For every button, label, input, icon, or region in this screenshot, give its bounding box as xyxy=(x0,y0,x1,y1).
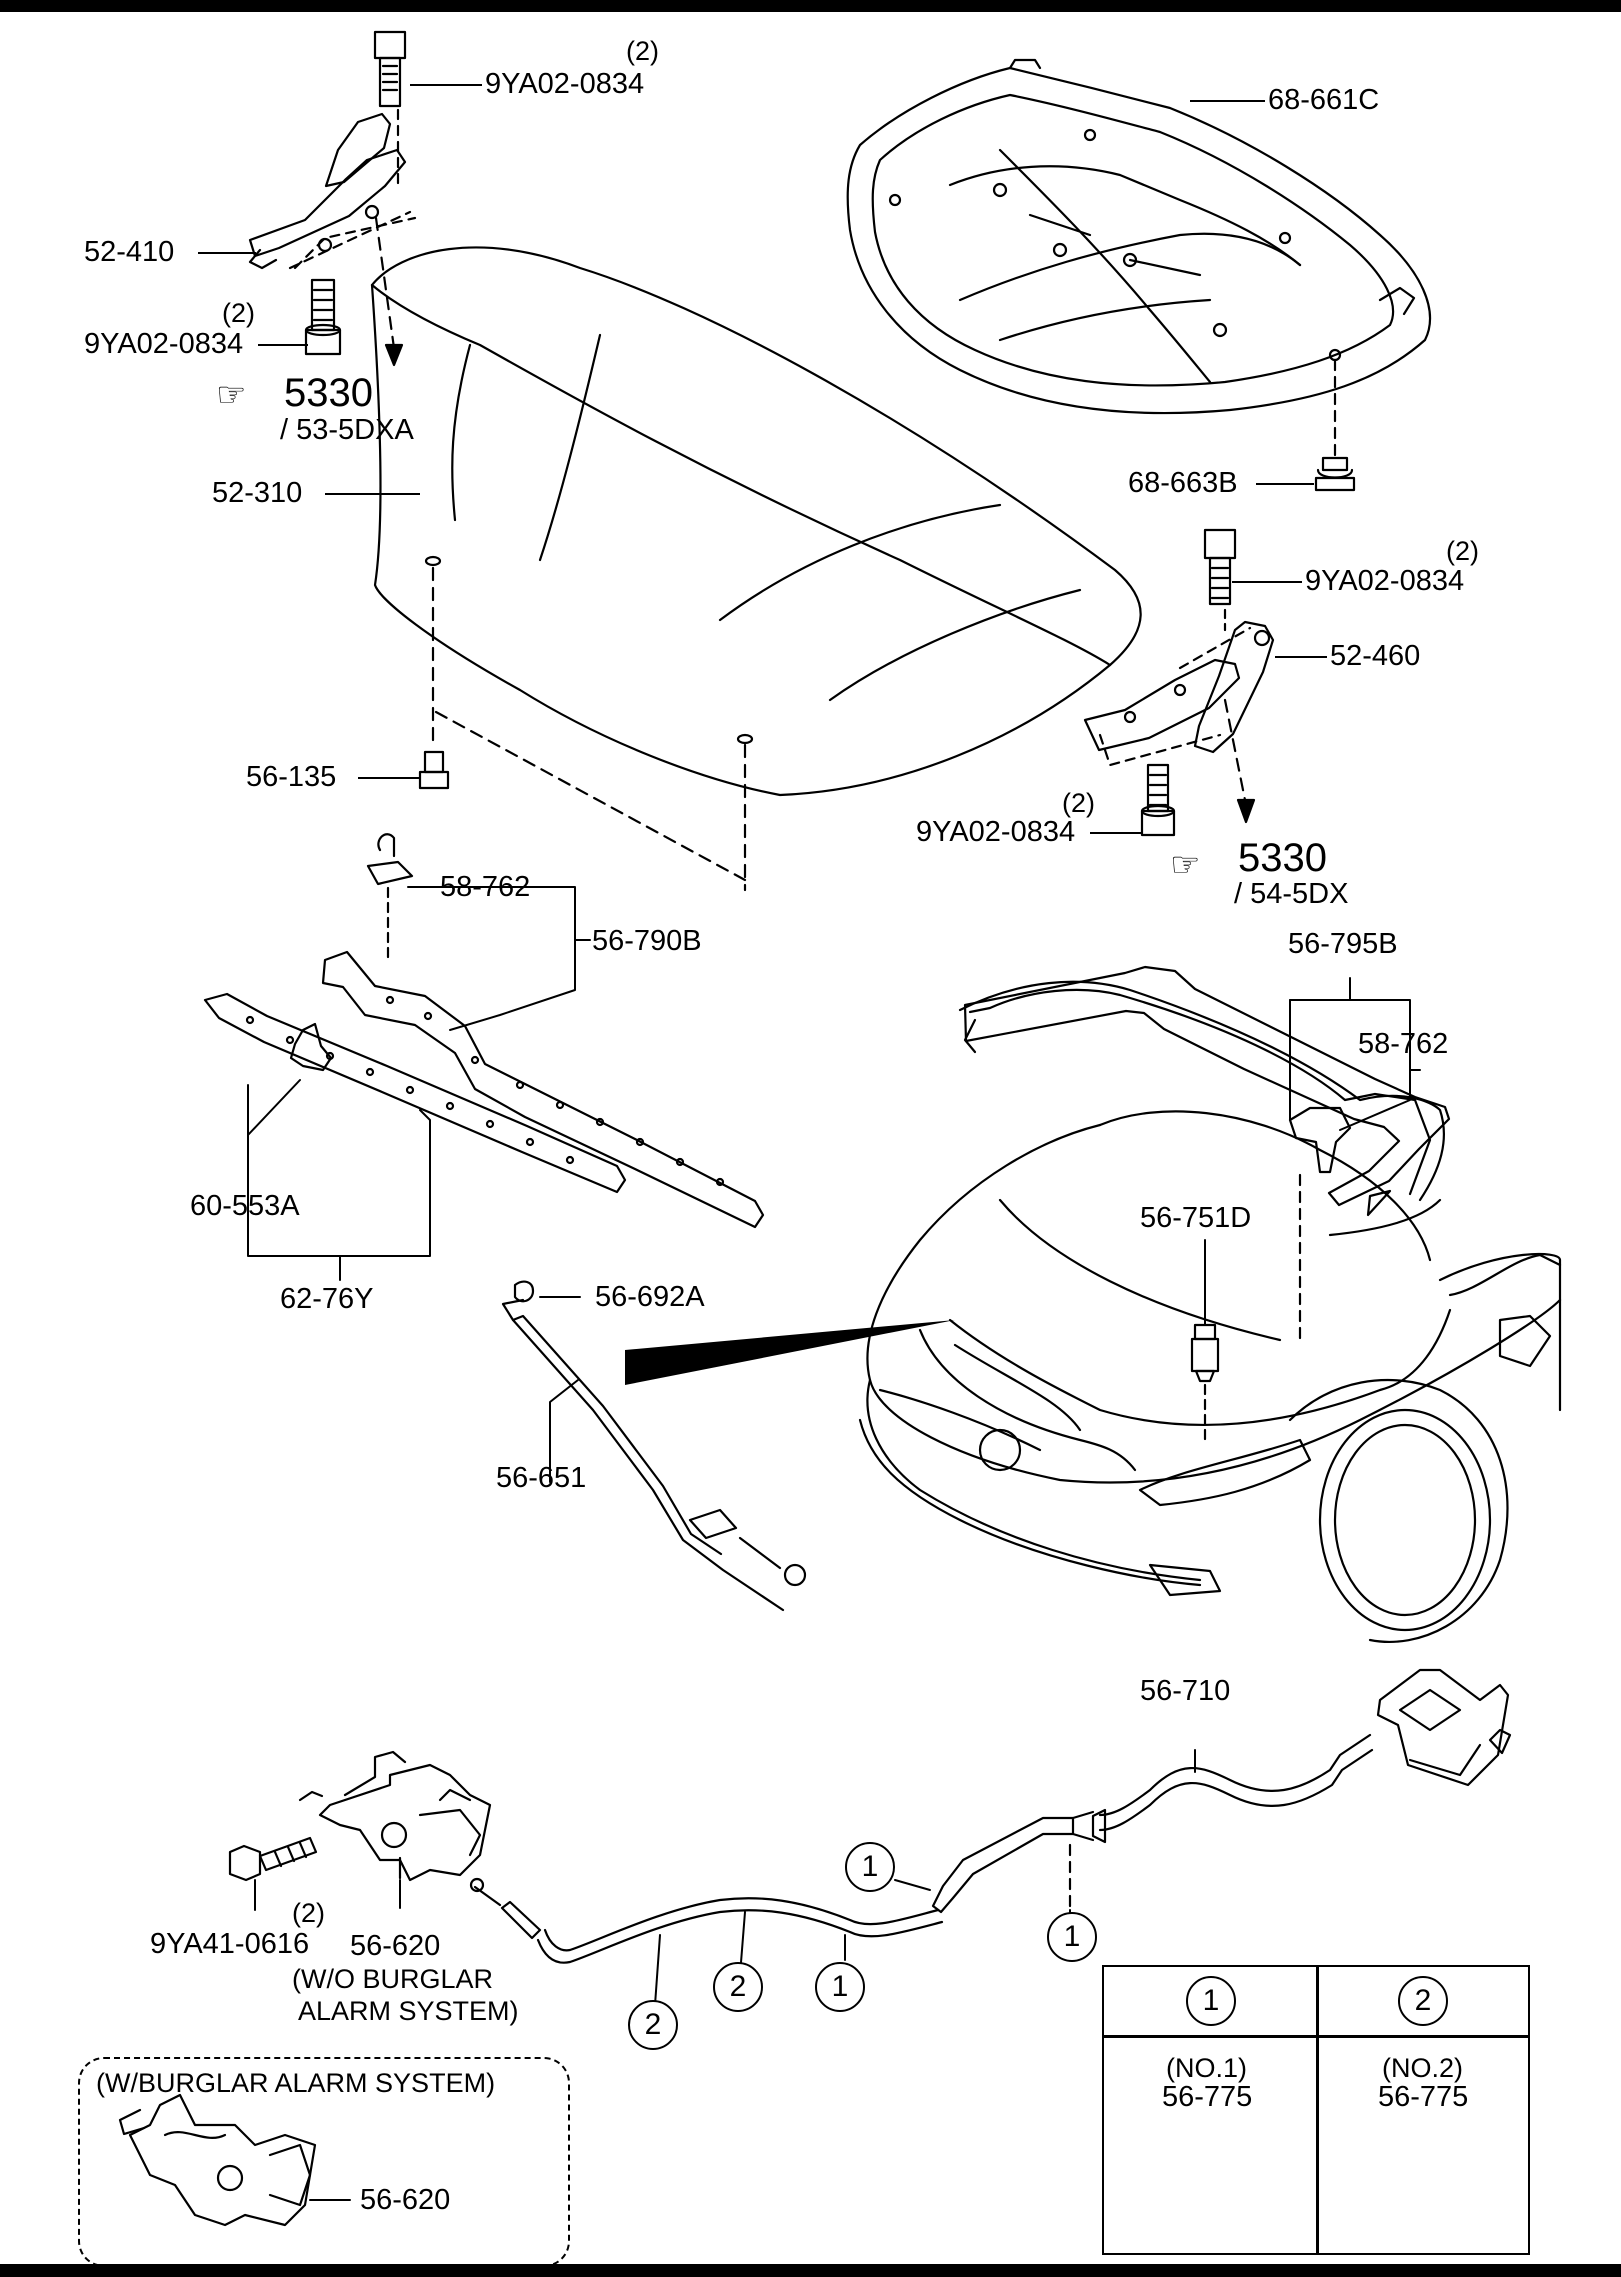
pointing-hand-icon: ☞ xyxy=(216,375,247,415)
reference-sub-right: / 54-5DX xyxy=(1234,878,1349,910)
vehicle-front-illustration xyxy=(625,965,1562,1643)
release-cable-illustration xyxy=(469,1668,1512,2006)
legend-part-no1: 56-775 xyxy=(1162,2081,1253,2113)
legend-row-divider xyxy=(1104,2035,1528,2038)
hood-stay-illustration xyxy=(501,1280,807,1612)
legend-symbol-1: 1 xyxy=(1186,1976,1236,2026)
part-label-9ya02-0834-right-lower: 9YA02-0834 xyxy=(916,816,1076,848)
part-label-56-620: 56-620 xyxy=(350,1930,441,1962)
legend-part-no2: 56-775 xyxy=(1378,2081,1469,2113)
leader-9ya02-right-lower xyxy=(1090,832,1142,834)
clip-marker-1: 1 xyxy=(1047,1912,1097,1962)
clip-marker-2: 2 xyxy=(713,1962,763,2012)
part-label-9ya41-0616: 9YA41-0616 xyxy=(150,1928,310,1960)
qty-bolt-top-left: (2) xyxy=(626,36,659,66)
leader-9ya02-left xyxy=(258,344,308,346)
part-label-56-795b: 56-795B xyxy=(1288,928,1398,960)
leader-68-661c xyxy=(1190,100,1265,102)
note-wo-burglar-line2: ALARM SYSTEM) xyxy=(298,1996,519,2026)
top-border-bar xyxy=(0,0,1621,12)
part-label-52-410: 52-410 xyxy=(84,236,175,268)
legend-type-no2: (NO.2) xyxy=(1382,2053,1463,2083)
part-label-62-76y: 62-76Y xyxy=(280,1283,374,1315)
part-label-56-620-burglar: 56-620 xyxy=(360,2184,451,2216)
part-label-58-762-right: 58-762 xyxy=(1358,1028,1449,1060)
clip-legend-table: 1 2 (NO.1) 56-775 (NO.2) 56-775 xyxy=(1102,1965,1530,2255)
part-label-58-762-left: 58-762 xyxy=(440,871,531,903)
legend-symbol-2: 2 xyxy=(1398,1976,1448,2026)
clip-marker-1: 1 xyxy=(815,1962,865,2012)
part-label-56-135: 56-135 xyxy=(246,761,337,793)
leader-68-663b xyxy=(1256,483,1314,485)
note-wo-burglar-line1: (W/O BURGLAR xyxy=(292,1964,494,1994)
part-label-68-663b: 68-663B xyxy=(1128,467,1238,499)
front-seal-illustrations xyxy=(203,833,765,1281)
leader-9ya02-right-top xyxy=(1232,581,1302,583)
right-hinge-illustration xyxy=(1083,528,1275,837)
reference-sub-left: / 53-5DXA xyxy=(280,414,414,446)
part-label-56-790b: 56-790B xyxy=(592,925,702,957)
reference-5330-right[interactable]: 5330 xyxy=(1238,836,1327,880)
qty-bolt-top-right: (2) xyxy=(1446,536,1479,566)
part-label-56-710: 56-710 xyxy=(1140,1675,1231,1707)
clip-marker-2: 2 xyxy=(628,2000,678,2050)
part-label-56-692a: 56-692A xyxy=(595,1281,705,1313)
part-label-56-751d: 56-751D xyxy=(1140,1202,1252,1234)
part-label-60-553a: 60-553A xyxy=(190,1190,300,1222)
note-w-burglar: (W/BURGLAR ALARM SYSTEM) xyxy=(96,2068,496,2098)
burglar-alarm-variant-box xyxy=(78,2057,570,2267)
qty-bolt-lock: (2) xyxy=(292,1898,325,1928)
hood-insulator-illustration xyxy=(846,58,1432,492)
reference-5330-left[interactable]: 5330 xyxy=(284,371,373,415)
legend-column-divider xyxy=(1316,1967,1319,2253)
legend-type-no1: (NO.1) xyxy=(1166,2053,1247,2083)
clip-marker-1: 1 xyxy=(845,1842,895,1892)
left-hinge-illustration xyxy=(248,30,417,367)
part-label-52-460: 52-460 xyxy=(1330,640,1421,672)
leader-56-135 xyxy=(358,777,420,779)
part-label-9ya02-0834-left: 9YA02-0834 xyxy=(84,328,244,360)
leader-52-410 xyxy=(198,252,256,254)
part-label-9ya02-0834-top: 9YA02-0834 xyxy=(485,68,645,100)
part-label-9ya02-0834-right-top: 9YA02-0834 xyxy=(1305,565,1465,597)
leader-9ya02-top xyxy=(410,84,482,86)
part-label-68-661c: 68-661C xyxy=(1268,84,1380,116)
qty-bolt-left-lower: (2) xyxy=(222,298,255,328)
bottom-border-bar xyxy=(0,2264,1621,2277)
part-label-52-310: 52-310 xyxy=(212,477,303,509)
hood-panel-illustration xyxy=(370,246,1142,892)
part-label-56-651: 56-651 xyxy=(496,1462,587,1494)
pointing-hand-icon: ☞ xyxy=(1170,845,1201,885)
hood-lock-burglar-illustration xyxy=(118,2093,351,2227)
qty-bolt-right-lower: (2) xyxy=(1062,788,1095,818)
leader-52-310 xyxy=(325,493,420,495)
hood-lock-illustration xyxy=(228,1750,492,1911)
leader-52-460 xyxy=(1275,656,1327,658)
